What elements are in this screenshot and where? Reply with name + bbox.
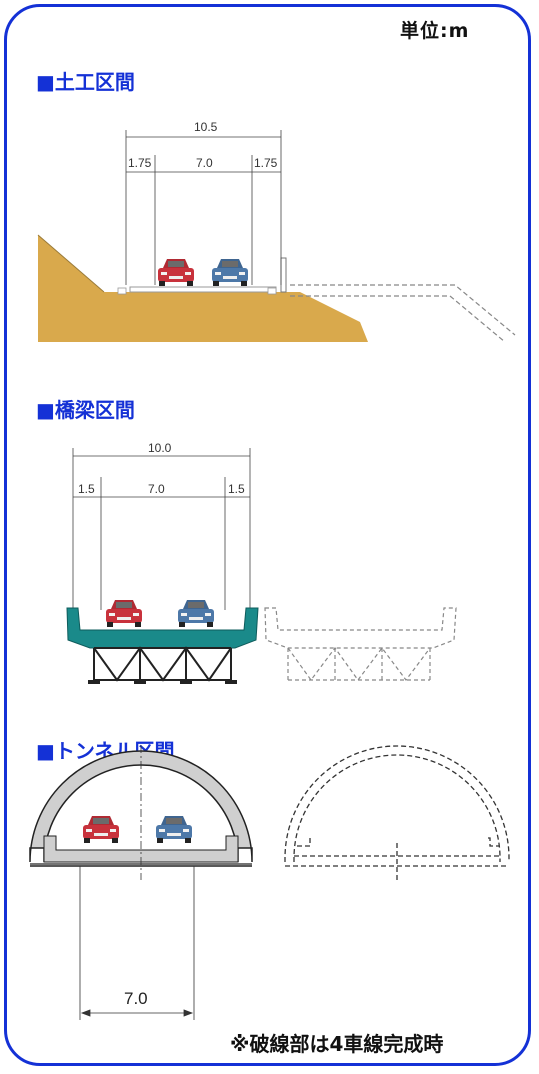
section-title-earthwork: ■土工区間	[36, 70, 135, 94]
car-red-icon	[158, 259, 194, 286]
bridge-truss	[93, 646, 232, 682]
bridge-total-width: 10.0	[148, 441, 172, 455]
tunnel-lining	[29, 750, 253, 863]
car-blue-icon	[178, 600, 214, 627]
earth-embankment	[38, 235, 368, 342]
bridge-right-shoulder: 1.5	[228, 482, 245, 496]
car-red-icon	[83, 816, 119, 843]
earthwork-left-shoulder: 1.75	[128, 156, 152, 170]
tunnel-future-tube	[284, 745, 510, 880]
car-red-icon	[106, 600, 142, 627]
tunnel-lanes-width: 7.0	[124, 989, 148, 1008]
unit-label: 単位:m	[400, 20, 470, 42]
tunnel-floor	[43, 835, 239, 863]
earthwork-right-shoulder: 1.75	[254, 156, 278, 170]
bridge-future-deck	[264, 607, 457, 682]
bridge-section: 10.0 1.5 7.0 1.5	[66, 441, 457, 684]
earthwork-section: 10.5 1.75 7.0 1.75	[37, 120, 516, 343]
note-dashed-future: ※破線部は4車線完成時	[230, 1032, 444, 1056]
bridge-deck	[66, 607, 259, 649]
earthwork-total-width: 10.5	[194, 120, 218, 134]
bridge-left-shoulder: 1.5	[78, 482, 95, 496]
earthwork-future-lanes	[290, 284, 516, 343]
car-blue-icon	[212, 259, 248, 286]
car-blue-icon	[156, 816, 192, 843]
guardrail-post	[280, 257, 287, 293]
section-title-bridge: ■橋梁区間	[36, 398, 135, 422]
diagram-frame	[4, 4, 531, 1066]
tunnel-section: 7.0	[29, 745, 510, 1020]
earthwork-road-surface	[129, 286, 277, 293]
bridge-lanes-width: 7.0	[148, 482, 165, 496]
earthwork-lanes-width: 7.0	[196, 156, 213, 170]
